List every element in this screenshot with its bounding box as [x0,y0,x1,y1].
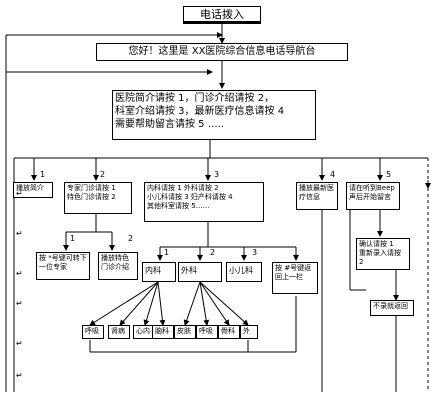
node-beep: 请在听到Beep声后开始留言 [346,182,400,210]
node-special: 播放特色门诊介绍 [98,252,138,280]
opd-sub-label-1: 1 [70,234,76,243]
dept-sub-label-3: 3 [252,248,258,257]
return-mark: ↵ [16,189,23,198]
leaf-7: 骨科 [218,325,240,339]
branch-label-2: 2 [100,170,106,179]
greeting-box: 您好！这里是 XX医院综合信息电话导航台 [96,43,348,61]
node-surgery: 外科 [178,262,222,282]
main-menu-box: 医院简介请按 1，门诊介绍请按 2， 科室介绍请按 3，最新医疗信息请按 4 需… [112,90,316,140]
leaf-2: 肾病 [108,325,130,339]
node-intro: 播放简介 [13,182,53,198]
node-outpatient: 专家门诊请按 1 特色门诊请按 2 [64,182,132,214]
branch-label-3: 3 [214,170,220,179]
branch-label-5: 5 [386,170,392,179]
node-confirm: 确认请按 1 重新录入请按 2 [356,238,410,270]
dept-sub-label-2: 2 [210,248,216,257]
node-news: 播放最新医疗信息 [296,182,338,210]
leaf-5: 皮肤 [174,325,196,339]
node-no-record: 不录就返回 [370,300,414,316]
return-mark: ↵ [16,339,23,348]
return-mark: ↵ [16,269,23,278]
dept-sub-label-1: 1 [164,248,170,257]
opd-sub-label-2: 2 [128,234,134,243]
return-mark: ↵ [16,299,23,308]
branch-label-4: 4 [330,170,336,179]
node-back: 按 #号键返回上一栏 [272,262,318,294]
title-box: 电话拨入 [183,6,261,24]
node-pediatric: 小儿科 [226,262,262,282]
return-mark: ↵ [16,371,23,380]
leaf-4: 脑科 [152,325,174,339]
leaf-6: 呼吸 [196,325,218,339]
leaf-1: 呼吸 [82,325,104,339]
leaf-8: 外 [240,325,258,339]
node-departments: 内科请按 1 外科请按 2 小儿科请按 3 妇产科请按 4 其他科室请按 5…… [144,182,264,222]
node-internal: 内科 [142,262,176,282]
node-expert: 按 *号键可转下一位专家 [36,252,90,280]
branch-label-1: 1 [40,170,46,179]
return-mark: ↵ [16,229,23,238]
